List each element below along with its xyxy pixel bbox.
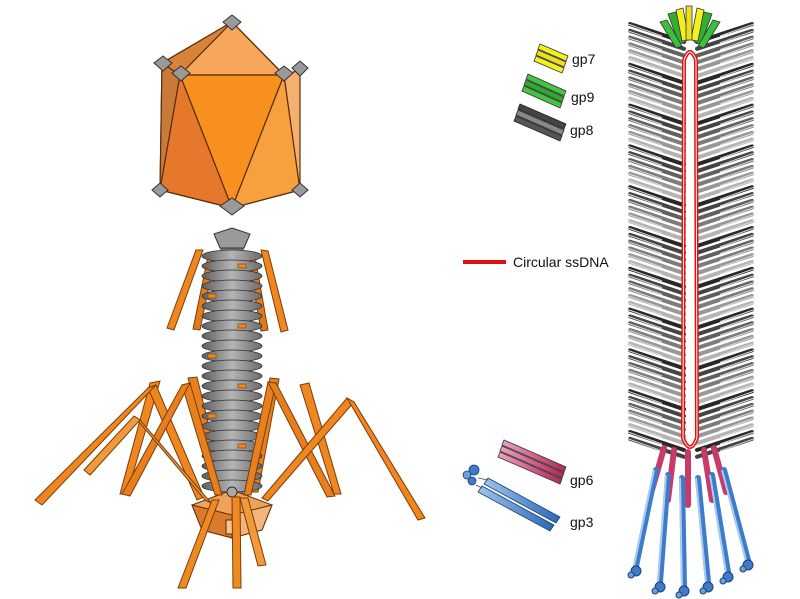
circular-ssdna [680,50,700,449]
label-gp9: gp9 [571,89,595,105]
filamentous-phage-illustration [627,5,755,599]
gp8-coat-right [695,22,755,459]
label-gp7: gp7 [572,51,596,67]
label-gp6: gp6 [570,472,594,488]
collar [213,227,251,249]
label-gp3: gp3 [570,514,594,530]
tail-fibers-front [34,381,426,589]
t4-phage-illustration [34,14,426,589]
legend-gp6-glyph [497,439,567,485]
legend-gp3-glyph [462,464,561,532]
gp8-coat-left [627,22,686,459]
label-ssdna: Circular ssDNA [513,254,609,270]
capsid-head [151,14,309,216]
gp7-gp9-tip [659,5,721,49]
label-gp8: gp8 [570,122,594,138]
legend-gp9-glyph [521,73,567,109]
legend-gp7-glyph [533,43,569,74]
gp6-gp3-base [627,445,754,599]
legend-gp8-glyph [513,103,567,142]
